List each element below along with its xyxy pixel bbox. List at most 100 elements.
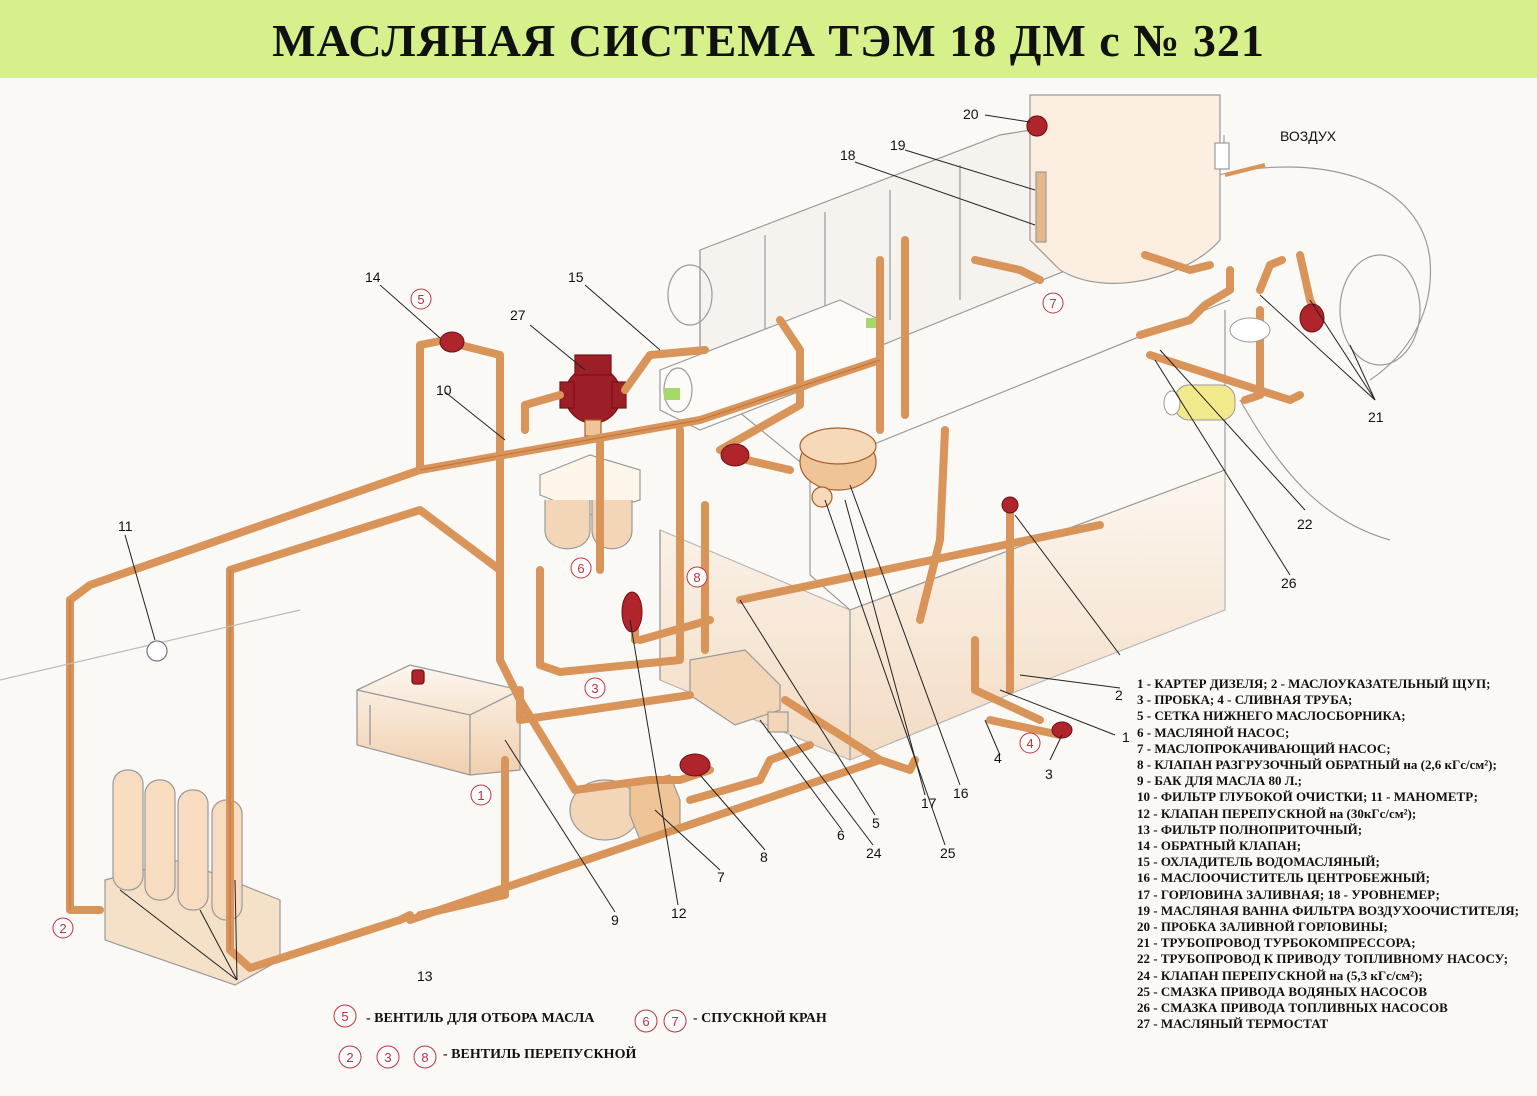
callout-5: 5 bbox=[872, 815, 880, 831]
air-label: ВОЗДУХ bbox=[1280, 128, 1337, 144]
legend-item: 22 - ТРУБОПРОВОД К ПРИВОДУ ТОПЛИВНОМУ НА… bbox=[1137, 951, 1509, 967]
svg-text:1: 1 bbox=[477, 788, 484, 803]
legend-item: 14 - ОБРАТНЫЙ КЛАПАН; bbox=[1137, 838, 1302, 854]
legend-item: 3 - ПРОБКА; 4 - СЛИВНАЯ ТРУБА; bbox=[1137, 692, 1353, 708]
legend-item: 7 - МАСЛОПРОКАЧИВАЮЩИЙ НАСОС; bbox=[1137, 740, 1391, 756]
page-title: МАСЛЯНАЯ СИСТЕМА ТЭМ 18 ДМ с № 321 bbox=[272, 15, 1265, 66]
legend-item: 25 - СМАЗКА ПРИВОДА ВОДЯНЫХ НАСОСОВ bbox=[1137, 983, 1428, 999]
bypass-valve-24 bbox=[679, 753, 711, 777]
svg-text:3: 3 bbox=[384, 1050, 391, 1065]
marker-1: 1 bbox=[470, 784, 492, 806]
legend-item: 9 - БАК ДЛЯ МАСЛА 80 Л.; bbox=[1137, 773, 1303, 789]
callout-27: 27 bbox=[510, 307, 526, 323]
legend-item: 8 - КЛАПАН РАЗГРУЗОЧНЫЙ ОБРАТНЫЙ на (2,6… bbox=[1137, 757, 1497, 773]
legend-item: 17 - ГОРЛОВИНА ЗАЛИВНАЯ; 18 - УРОВНЕМЕР; bbox=[1137, 886, 1440, 902]
callout-18: 18 bbox=[840, 147, 856, 163]
pipe-outlines bbox=[69, 359, 881, 950]
svg-text:6: 6 bbox=[577, 561, 584, 576]
legend-item: 19 - МАСЛЯНАЯ ВАННА ФИЛЬТРА ВОЗДУХООЧИСТ… bbox=[1137, 902, 1519, 918]
callout-13: 13 bbox=[417, 968, 433, 984]
air-filter-oil-bath bbox=[1026, 94, 1266, 284]
svg-text:3: 3 bbox=[591, 681, 598, 696]
callout-2: 2 bbox=[1115, 687, 1123, 703]
circled-markers: 5 6 8 3 1 2 7 4 bbox=[52, 288, 1064, 939]
full-flow-filter bbox=[104, 769, 281, 986]
callout-16: 16 bbox=[953, 785, 969, 801]
legend-item: 27 - МАСЛЯНЫЙ ТЕРМОСТАТ bbox=[1137, 1016, 1329, 1032]
marker-8: 8 bbox=[686, 566, 708, 588]
svg-text:6: 6 bbox=[642, 1014, 649, 1029]
legend-item: 6 - МАСЛЯНОЙ НАСОС; bbox=[1137, 724, 1290, 740]
legend-item: 12 - КЛАПАН ПЕРЕПУСКНОЙ на (30кГс/см²); bbox=[1137, 805, 1417, 821]
callout-numbers: 14 10 27 15 11 18 19 20 21 22 26 2 1 4 3… bbox=[118, 106, 1384, 984]
callout-17: 17 bbox=[921, 795, 937, 811]
legend-item: 13 - ФИЛЬТР ПОЛНОПРИТОЧНЫЙ; bbox=[1137, 821, 1363, 837]
callout-24: 24 bbox=[866, 845, 882, 861]
callout-22: 22 bbox=[1297, 516, 1313, 532]
key-sampling-valve-label: - ВЕНТИЛЬ ДЛЯ ОТБОРА МАСЛА bbox=[366, 1011, 595, 1026]
svg-text:7: 7 bbox=[671, 1014, 678, 1029]
svg-text:4: 4 bbox=[1026, 736, 1033, 751]
plug-3 bbox=[1051, 721, 1073, 739]
pressure-gauge-11 bbox=[0, 609, 301, 681]
oil-pump-6 bbox=[689, 649, 789, 733]
callout-26: 26 bbox=[1281, 575, 1297, 591]
title-bar bbox=[0, 0, 1537, 78]
oil-thermostat-27 bbox=[559, 354, 627, 437]
callout-15: 15 bbox=[568, 269, 584, 285]
callout-9: 9 bbox=[611, 912, 619, 928]
legend-item: 1 - КАРТЕР ДИЗЕЛЯ; 2 - МАСЛОУКАЗАТЕЛЬНЫЙ… bbox=[1137, 676, 1491, 691]
dipstick-2 bbox=[1001, 496, 1019, 514]
oil-tank-80l bbox=[356, 664, 521, 776]
filler-plug-20 bbox=[1026, 115, 1048, 137]
callout-4: 4 bbox=[994, 750, 1002, 766]
key-bypass-valve-label: - ВЕНТИЛЬ ПЕРЕПУСКНОЙ bbox=[443, 1047, 637, 1062]
oil-pipelines bbox=[66, 236, 1324, 972]
callout-10: 10 bbox=[436, 382, 452, 398]
legend-item: 10 - ФИЛЬТР ГЛУБОКОЙ ОЧИСТКИ; 11 - МАНОМ… bbox=[1137, 789, 1478, 805]
legend-item: 24 - КЛАПАН ПЕРЕПУСКНОЙ на (5,3 кГс/см²)… bbox=[1137, 967, 1423, 983]
marker-4: 4 bbox=[1019, 732, 1041, 754]
relief-check-valve-8 bbox=[720, 443, 750, 467]
callout-25: 25 bbox=[940, 845, 956, 861]
callout-3: 3 bbox=[1045, 766, 1053, 782]
legend-item: 16 - МАСЛООЧИСТИТЕЛЬ ЦЕНТРОБЕЖНЫЙ; bbox=[1137, 870, 1430, 886]
legend-item: 5 - СЕТКА НИЖНЕГО МАСЛОСБОРНИКА; bbox=[1137, 708, 1406, 724]
svg-text:5: 5 bbox=[417, 292, 424, 307]
legend-item: 26 - СМАЗКА ПРИВОДА ТОПЛИВНЫХ НАСОСОВ bbox=[1137, 1000, 1448, 1016]
legend: 1 - КАРТЕР ДИЗЕЛЯ; 2 - МАСЛОУКАЗАТЕЛЬНЫЙ… bbox=[1137, 676, 1537, 1032]
check-valve-14 bbox=[439, 331, 465, 353]
priming-pump-7 bbox=[569, 774, 681, 841]
callout-7: 7 bbox=[717, 869, 725, 885]
svg-text:2: 2 bbox=[346, 1050, 353, 1065]
callout-19: 19 bbox=[890, 137, 906, 153]
callout-21: 21 bbox=[1368, 409, 1384, 425]
callout-8: 8 bbox=[760, 849, 768, 865]
legend-item: 21 - ТРУБОПРОВОД ТУРБОКОМПРЕССОРА; bbox=[1137, 935, 1416, 951]
marker-5: 5 bbox=[410, 288, 432, 310]
marker-2: 2 bbox=[52, 917, 74, 939]
red-valves bbox=[439, 303, 1325, 777]
centrifugal-oil-cleaner bbox=[799, 427, 877, 508]
marker-6: 6 bbox=[570, 557, 592, 579]
fuel-pump-drive bbox=[1163, 317, 1271, 421]
callout-6: 6 bbox=[837, 827, 845, 843]
callout-14: 14 bbox=[365, 269, 381, 285]
key-markers: 5 6 7 2 3 8 bbox=[333, 1004, 687, 1069]
legend-item: 20 - ПРОБКА ЗАЛИВНОЙ ГОРЛОВИНЫ; bbox=[1137, 919, 1388, 935]
svg-text:5: 5 bbox=[341, 1009, 348, 1024]
leader-lines bbox=[119, 114, 1376, 981]
svg-text:2: 2 bbox=[59, 921, 66, 936]
legend-item: 15 - ОХЛАДИТЕЛЬ ВОДОМАСЛЯНЫЙ; bbox=[1137, 854, 1380, 870]
svg-text:8: 8 bbox=[421, 1050, 428, 1065]
key-drain-cock-label: - СПУСКНОЙ КРАН bbox=[693, 1011, 827, 1026]
turbocharger-pipe-21 bbox=[1299, 303, 1325, 333]
svg-text:7: 7 bbox=[1049, 296, 1056, 311]
callout-12: 12 bbox=[671, 905, 687, 921]
marker-3: 3 bbox=[584, 677, 606, 699]
marker-7: 7 bbox=[1042, 292, 1064, 314]
callout-20: 20 bbox=[963, 106, 979, 122]
fine-filter-10 bbox=[539, 454, 641, 550]
